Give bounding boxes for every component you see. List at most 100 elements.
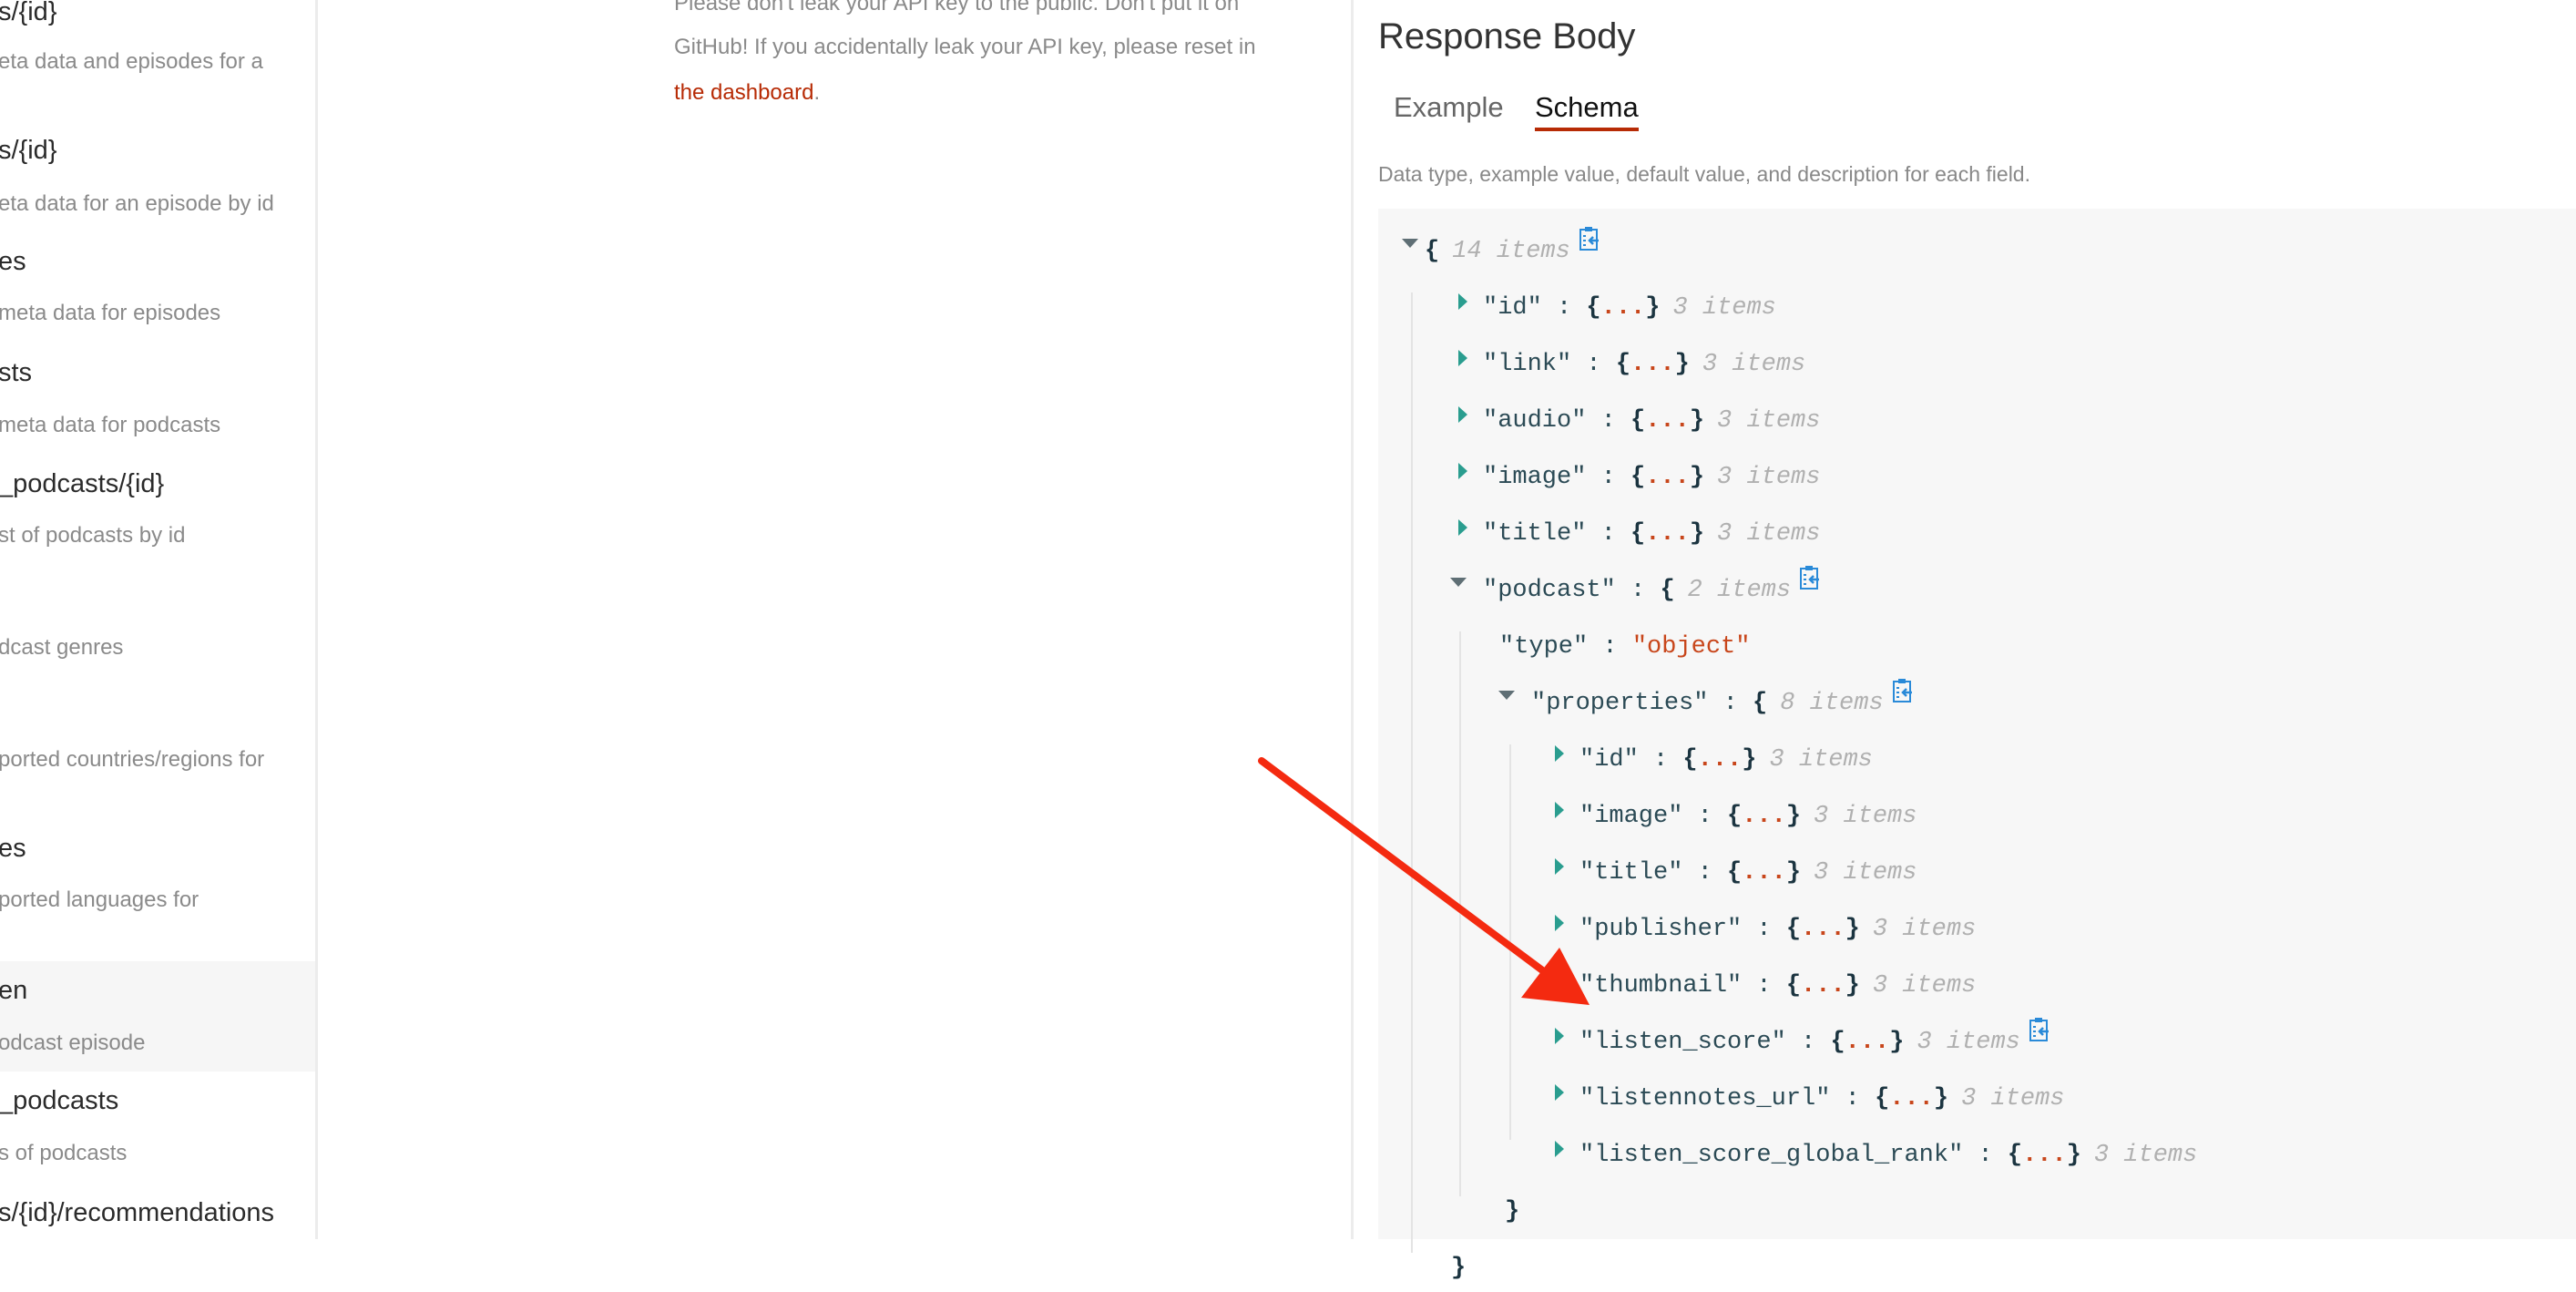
collapsed-object[interactable]: {...} bbox=[1630, 520, 1705, 548]
tree-row-content: "properties" : {8 items bbox=[1531, 679, 1913, 727]
tree-row-content: "audio" : {...}3 items bbox=[1483, 397, 1820, 445]
item-count: 3 items bbox=[1769, 746, 1873, 774]
caret-right-icon[interactable] bbox=[1555, 971, 1564, 988]
sidebar-item-title[interactable]: _podcasts bbox=[0, 1086, 119, 1115]
item-count: 3 items bbox=[1961, 1085, 2065, 1113]
sidebar-item-title[interactable]: es bbox=[0, 834, 26, 863]
colon: : bbox=[1588, 633, 1632, 661]
caret-down-icon[interactable] bbox=[1498, 691, 1515, 700]
tree-row[interactable]: "title" : {...}3 items bbox=[1378, 849, 2576, 897]
tree-row[interactable]: "id" : {...}3 items bbox=[1378, 284, 2576, 332]
copy-to-clipboard-icon[interactable] bbox=[1892, 674, 1913, 702]
sidebar-item-desc: st of podcasts by id bbox=[0, 523, 186, 548]
sidebar-item-desc: s of podcasts bbox=[0, 1141, 128, 1165]
sidebar-item-title[interactable]: s/{id} bbox=[0, 136, 57, 165]
copy-to-clipboard-icon[interactable] bbox=[1579, 222, 1600, 251]
caret-down-icon[interactable] bbox=[1402, 239, 1418, 248]
tree-key: "properties" bbox=[1531, 690, 1709, 717]
collapsed-object[interactable]: {...} bbox=[1727, 859, 1802, 887]
collapsed-object[interactable]: {...} bbox=[1785, 916, 1860, 943]
sidebar-item-desc: eta data and episodes for a bbox=[0, 49, 263, 74]
tree-row[interactable]: "listennotes_url" : {...}3 items bbox=[1378, 1075, 2576, 1123]
tree-key: "listen_score_global_rank" bbox=[1579, 1142, 1964, 1169]
colon: : bbox=[1785, 1029, 1831, 1056]
sidebar-item-title[interactable]: es bbox=[0, 247, 26, 276]
tree-row-content: "listen_score" : {...}3 items bbox=[1579, 1018, 2050, 1066]
sidebar-item-title[interactable]: en bbox=[0, 976, 28, 1005]
tree-row[interactable]: "listen_score_global_rank" : {...}3 item… bbox=[1378, 1132, 2576, 1179]
collapsed-object[interactable]: {...} bbox=[1615, 351, 1690, 378]
copy-to-clipboard-icon[interactable] bbox=[2029, 1013, 2050, 1041]
item-count: 2 items bbox=[1687, 577, 1792, 604]
caret-right-icon[interactable] bbox=[1555, 1028, 1564, 1044]
tree-row-content: "image" : {...}3 items bbox=[1483, 454, 1820, 501]
tree-row-content: "link" : {...}3 items bbox=[1483, 341, 1805, 388]
collapsed-object[interactable]: {...} bbox=[1875, 1085, 1949, 1113]
colon: : bbox=[1571, 351, 1616, 378]
tree-row[interactable]: "podcast" : {2 items bbox=[1378, 566, 2576, 614]
tree-key: "title" bbox=[1483, 520, 1587, 548]
tree-value: "object" bbox=[1631, 633, 1751, 661]
tree-key: "listen_score" bbox=[1579, 1029, 1786, 1056]
caret-right-icon[interactable] bbox=[1555, 858, 1564, 875]
tree-row-content: "type" : "object" bbox=[1499, 623, 1750, 671]
tree-key: "image" bbox=[1579, 803, 1683, 830]
item-count: 3 items bbox=[1872, 916, 1977, 943]
tree-row[interactable]: "id" : {...}3 items bbox=[1378, 736, 2576, 784]
sidebar-item[interactable]: en odcast episode bbox=[0, 961, 315, 1072]
collapsed-object[interactable]: {...} bbox=[1727, 803, 1802, 830]
caret-right-icon[interactable] bbox=[1458, 406, 1467, 423]
copy-to-clipboard-icon[interactable] bbox=[1800, 561, 1820, 590]
tree-row[interactable]: {14 items bbox=[1378, 227, 2576, 275]
tree-row[interactable]: "thumbnail" : {...}3 items bbox=[1378, 962, 2576, 1010]
caret-right-icon[interactable] bbox=[1555, 1141, 1564, 1157]
caret-right-icon[interactable] bbox=[1555, 915, 1564, 931]
tree-row[interactable]: "listen_score" : {...}3 items bbox=[1378, 1018, 2576, 1066]
tree-key: "image" bbox=[1483, 464, 1587, 491]
collapsed-object[interactable]: {...} bbox=[1682, 746, 1757, 774]
collapsed-object[interactable]: {...} bbox=[1630, 407, 1705, 435]
sidebar-item-title[interactable]: sts bbox=[0, 358, 33, 387]
tree-row[interactable]: "link" : {...}3 items bbox=[1378, 341, 2576, 388]
collapsed-object[interactable]: {...} bbox=[2007, 1142, 2081, 1169]
column-divider bbox=[1351, 0, 1354, 1239]
caret-right-icon[interactable] bbox=[1555, 745, 1564, 762]
tree-row: } bbox=[1378, 1245, 2576, 1292]
schema-description: Data type, example value, default value,… bbox=[1378, 162, 2030, 186]
colon: : bbox=[1586, 464, 1631, 491]
item-count: 3 items bbox=[2093, 1142, 2198, 1169]
tree-key: "podcast" bbox=[1483, 577, 1616, 604]
collapsed-object[interactable]: {...} bbox=[1830, 1029, 1905, 1056]
sidebar-item-title[interactable]: s/{id}/recommendations bbox=[0, 1198, 275, 1227]
tree-row[interactable]: "image" : {...}3 items bbox=[1378, 793, 2576, 840]
tree-row[interactable]: "audio" : {...}3 items bbox=[1378, 397, 2576, 445]
tab-schema[interactable]: Schema bbox=[1535, 91, 1639, 131]
collapsed-object[interactable]: {...} bbox=[1630, 464, 1705, 491]
caret-right-icon[interactable] bbox=[1458, 519, 1467, 536]
tree-key: "title" bbox=[1579, 859, 1683, 887]
colon: : bbox=[1708, 690, 1753, 717]
warning-line-2: GitHub! If you accidentally leak your AP… bbox=[674, 35, 1256, 59]
tree-row[interactable]: "image" : {...}3 items bbox=[1378, 454, 2576, 501]
sidebar-item-title[interactable]: _podcasts/{id} bbox=[0, 469, 165, 498]
tree-row[interactable]: "publisher" : {...}3 items bbox=[1378, 906, 2576, 953]
sidebar-item-title[interactable]: s/{id} bbox=[0, 0, 57, 26]
tab-example[interactable]: Example bbox=[1394, 91, 1504, 123]
caret-down-icon[interactable] bbox=[1450, 578, 1467, 587]
colon: : bbox=[1638, 746, 1683, 774]
caret-right-icon[interactable] bbox=[1555, 802, 1564, 818]
sidebar-item-desc: odcast episode bbox=[0, 1031, 146, 1055]
caret-right-icon[interactable] bbox=[1555, 1084, 1564, 1101]
collapsed-object[interactable]: {...} bbox=[1586, 294, 1661, 322]
caret-right-icon[interactable] bbox=[1458, 350, 1467, 366]
collapsed-object[interactable]: {...} bbox=[1785, 972, 1860, 1000]
caret-right-icon[interactable] bbox=[1458, 293, 1467, 310]
sidebar: s/{id} eta data and episodes for a s/{id} e… bbox=[0, 0, 318, 1239]
response-body-title: Response Body bbox=[1378, 16, 1636, 56]
dashboard-link[interactable]: the dashboard bbox=[674, 80, 814, 105]
caret-right-icon[interactable] bbox=[1458, 463, 1467, 479]
sidebar-item-desc: meta data for podcasts bbox=[0, 413, 221, 437]
colon: : bbox=[1615, 577, 1661, 604]
tree-row[interactable]: "properties" : {8 items bbox=[1378, 679, 2576, 727]
tree-row[interactable]: "title" : {...}3 items bbox=[1378, 510, 2576, 558]
